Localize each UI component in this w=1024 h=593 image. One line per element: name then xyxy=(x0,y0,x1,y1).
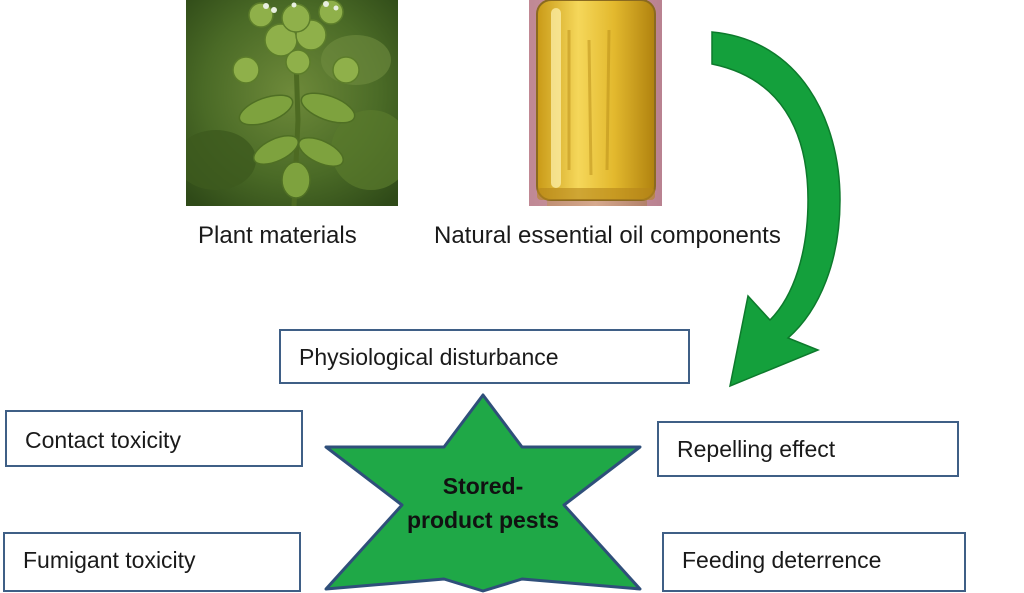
center-label-line2: product pests xyxy=(406,507,560,533)
caption-plant-materials: Plant materials xyxy=(198,222,357,249)
center-label-stored-product-pests: Stored- product pests xyxy=(400,469,566,537)
essential-oil-photo xyxy=(529,0,662,206)
effect-repelling: Repelling effect xyxy=(657,421,959,477)
caption-essential-oil: Natural essential oil components xyxy=(434,222,781,249)
plant-materials-photo xyxy=(186,0,398,206)
oregano-plant-icon xyxy=(186,0,398,206)
center-label-line1: Stored- xyxy=(442,473,524,499)
oil-bottle-icon xyxy=(529,0,662,206)
effect-contact-toxicity: Contact toxicity xyxy=(5,410,303,467)
curved-arrow-icon xyxy=(711,31,841,388)
effect-physiological-disturbance: Physiological disturbance xyxy=(279,329,690,384)
effect-feeding-deterrence: Feeding deterrence xyxy=(662,532,966,592)
effect-fumigant-toxicity: Fumigant toxicity xyxy=(3,532,301,592)
